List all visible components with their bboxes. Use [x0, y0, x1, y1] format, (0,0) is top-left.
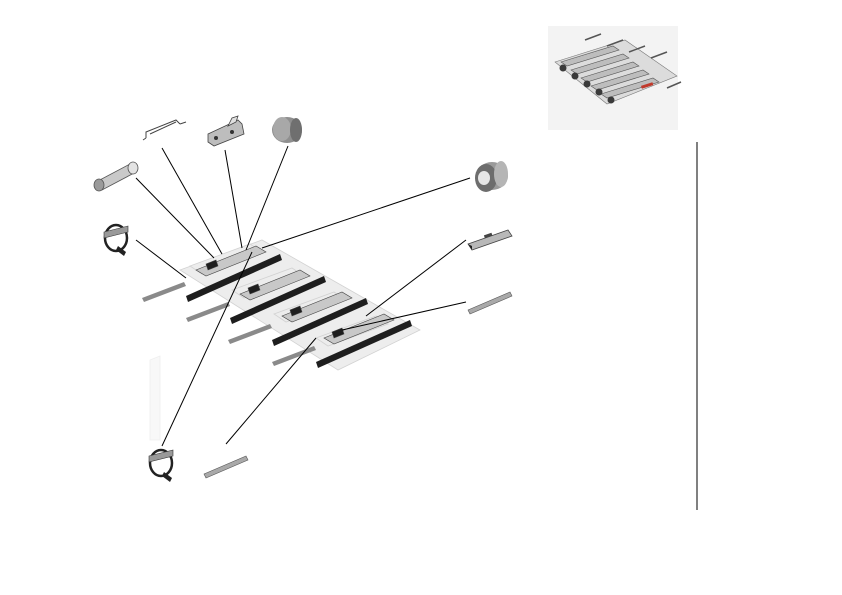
carriage-blocks [195, 245, 395, 345]
part-gray-roller-small [272, 117, 302, 143]
main-assembly [142, 239, 421, 441]
part-ring-clamp-upper [103, 223, 129, 256]
part-flanged-hub [475, 161, 508, 192]
part-thin-rod-right [467, 291, 513, 315]
part-cylinder-roller [93, 161, 139, 192]
part-thin-rod-bottom [203, 455, 249, 479]
part-wire-bracket [142, 119, 187, 141]
rail-set [142, 254, 412, 368]
leader-lines [135, 145, 471, 447]
part-short-rail-right [467, 229, 513, 251]
part-ring-clamp-lower [148, 448, 174, 482]
assembled-view-thumbnail [548, 26, 682, 130]
part-mounting-plate [207, 115, 245, 147]
